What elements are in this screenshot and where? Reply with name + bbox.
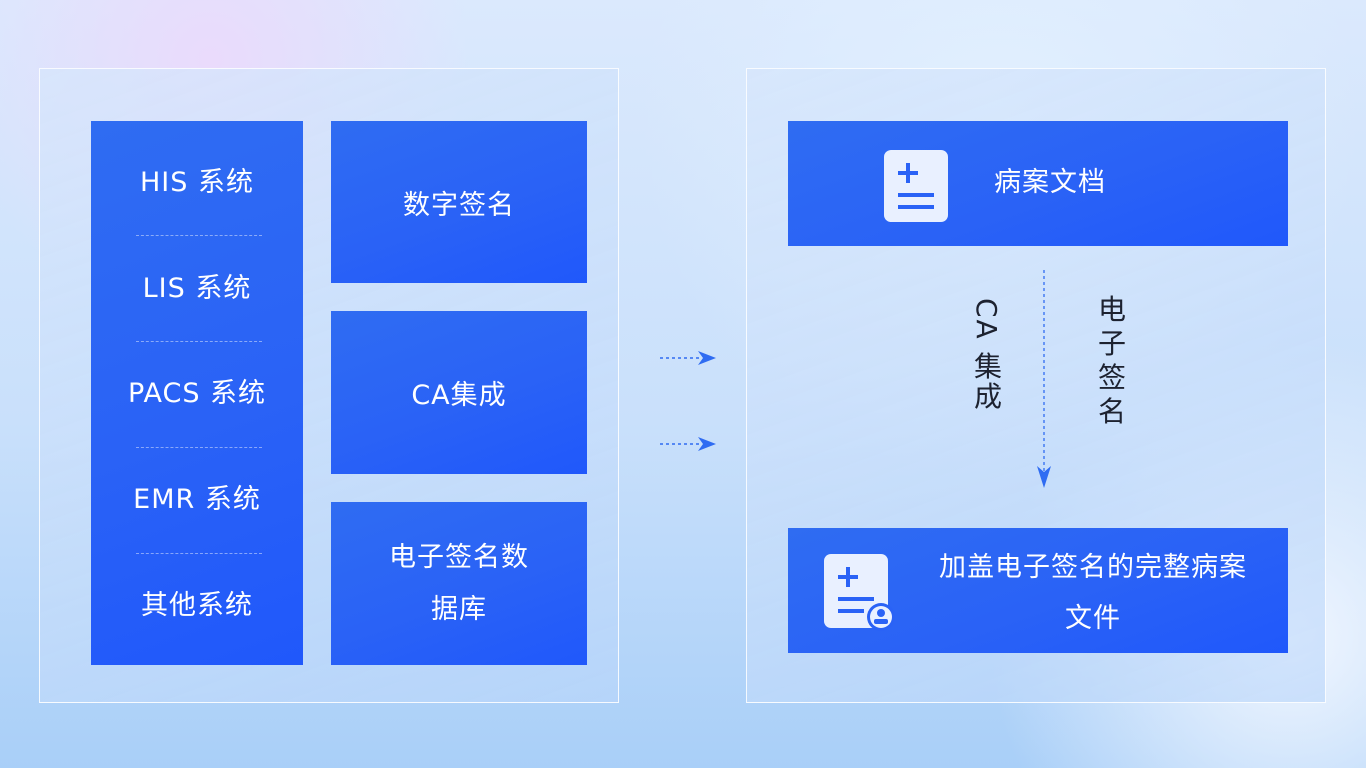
system-other: 其他系统 [141, 590, 253, 621]
signed-record-title: 加盖电子签名的完整病案 文件 [903, 542, 1283, 644]
esignature-database-line1: 电子签名数 [389, 541, 529, 573]
system-his: HIS 系统 [140, 167, 254, 198]
dashed-arrow-down-icon [1037, 270, 1051, 488]
esignature-database-line2: 据库 [431, 593, 487, 625]
system-pacs: PACS 系统 [127, 378, 267, 409]
medical-document-icon [884, 150, 948, 222]
medical-record-document-box: 病案文档 [788, 121, 1288, 246]
dashed-arrow-right-icon [660, 437, 716, 451]
flow-label-ca-integration: CA 集成 [970, 298, 1003, 412]
system-divider [136, 235, 262, 236]
system-divider [136, 553, 262, 554]
esignature-database-tile: 电子签名数 据库 [331, 502, 587, 665]
digital-signature-tile: 数字签名 [331, 121, 587, 283]
signed-record-title-line2: 文件 [1065, 603, 1121, 634]
signed-record-title-line1: 加盖电子签名的完整病案 [939, 552, 1247, 583]
system-divider [136, 447, 262, 448]
ca-integration-tile: CA集成 [331, 311, 587, 474]
signed-record-box: 加盖电子签名的完整病案 文件 [788, 528, 1288, 653]
system-lis: LIS 系统 [142, 273, 252, 304]
signed-medical-document-icon [824, 554, 895, 631]
systems-list: HIS 系统 LIS 系统 PACS 系统 EMR 系统 其他系统 [91, 121, 303, 665]
flow-label-esignature: 电 子 签 名 [1097, 293, 1126, 428]
document-title: 病案文档 [994, 167, 1106, 198]
dashed-arrow-right-icon [660, 351, 716, 365]
system-emr: EMR 系统 [133, 484, 261, 515]
system-divider [136, 341, 262, 342]
